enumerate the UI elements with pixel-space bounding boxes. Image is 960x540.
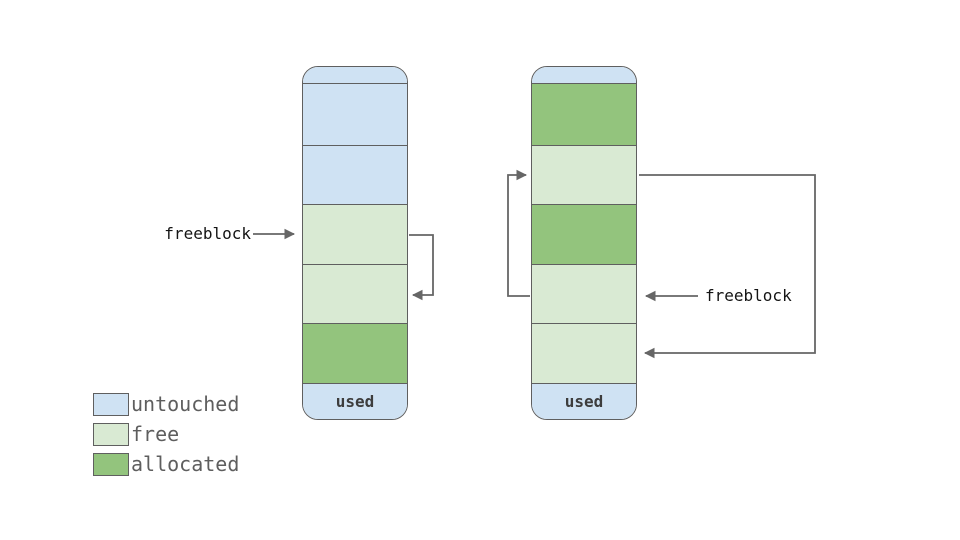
memory-column-left: used	[302, 66, 408, 420]
legend-item-allocated: allocated	[93, 449, 239, 479]
memory-block	[532, 264, 636, 323]
memory-block	[532, 204, 636, 264]
legend-swatch-free	[93, 422, 129, 446]
legend-item-free: free	[93, 419, 239, 449]
memory-block	[303, 145, 407, 204]
freeblock-pointer-label-right: freeblock	[705, 286, 792, 305]
memory-block	[303, 83, 407, 145]
used-label: used	[564, 392, 604, 411]
memory-column-right: used	[531, 66, 637, 420]
legend-label: free	[131, 422, 180, 446]
used-label: used	[335, 392, 375, 411]
memory-block	[303, 264, 407, 323]
right-freelist-link-arrow-up	[507, 169, 530, 297]
memory-block	[303, 204, 407, 264]
freeblock-pointer-label-left: freeblock	[164, 224, 251, 243]
column-cap-top	[303, 67, 407, 83]
memory-block	[303, 323, 407, 383]
used-region: used	[532, 383, 636, 419]
used-region: used	[303, 383, 407, 419]
legend-swatch-untouched	[93, 392, 129, 416]
legend-label: allocated	[131, 452, 240, 476]
legend-swatch-allocated	[93, 452, 129, 476]
legend: untouched free allocated	[93, 389, 239, 479]
memory-block	[532, 83, 636, 145]
memory-block	[532, 323, 636, 383]
memory-block	[532, 145, 636, 204]
left-freelist-link-arrow	[409, 234, 434, 301]
right-freelist-link-arrow-down	[639, 174, 816, 359]
legend-item-untouched: untouched	[93, 389, 239, 419]
legend-label: untouched	[131, 392, 240, 416]
column-cap-top	[532, 67, 636, 83]
